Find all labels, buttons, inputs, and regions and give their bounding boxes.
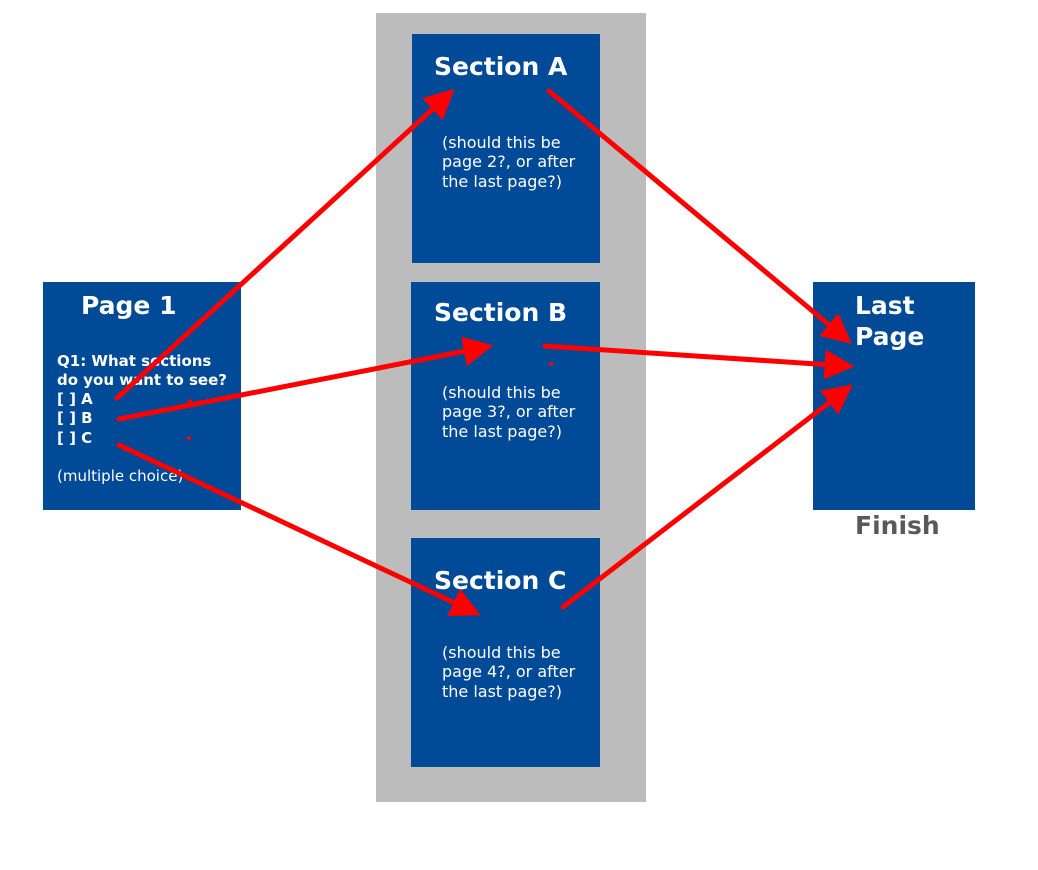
last-page-title-line-2: Page (855, 322, 925, 351)
section-a-title: Section A (434, 52, 568, 81)
page1-title: Page 1 (81, 291, 177, 320)
last-page-box: Last Page (813, 282, 975, 510)
section-b-box: Section B (should this be page 3?, or af… (411, 282, 600, 510)
section-c-title: Section C (434, 566, 567, 595)
page1-question-line-1: Q1: What sections (57, 352, 212, 370)
section-a-note-line-1: (should this be (442, 133, 561, 152)
last-page-title-line-1: Last (855, 291, 915, 320)
page1-question-line-2: do you want to see? (57, 371, 227, 389)
section-b-note-line-3: the last page?) (442, 422, 562, 441)
finish-label: Finish (855, 511, 940, 540)
page1-option-a: [ ] A (57, 390, 93, 408)
section-a-note-line-2: page 2?, or after (442, 152, 576, 171)
section-a-box: Section A (should this be page 2?, or af… (412, 34, 600, 263)
page1-note: (multiple choice) (57, 467, 184, 485)
section-b-title: Section B (434, 298, 568, 327)
page1-box: Page 1 Q1: What sections do you want to … (43, 282, 241, 510)
section-a-note-line-3: the last page?) (442, 172, 562, 191)
page1-option-c: [ ] C (57, 429, 93, 447)
section-b-note-line-1: (should this be (442, 383, 561, 402)
page1-option-b: [ ] B (57, 409, 93, 427)
section-c-note-line-3: the last page?) (442, 682, 562, 701)
section-b-note-line-2: page 3?, or after (442, 402, 576, 421)
section-c-note-line-1: (should this be (442, 643, 561, 662)
section-c-note-line-2: page 4?, or after (442, 662, 576, 681)
section-c-box: Section C (should this be page 4?, or af… (411, 538, 600, 767)
